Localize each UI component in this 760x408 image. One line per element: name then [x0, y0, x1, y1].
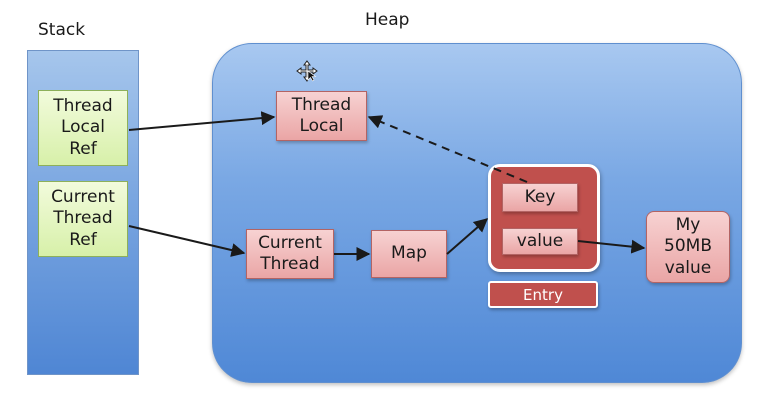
map-box: Map [371, 230, 447, 278]
arrow-key-to-threadlocal-dashed [367, 115, 528, 183]
value-box: value [502, 228, 578, 255]
thread-local-box: Thread Local [276, 91, 367, 141]
current-thread-ref-box: Current Thread Ref [38, 181, 128, 257]
arrow-threadlocalref-to-threadlocal [128, 111, 276, 131]
my-50mb-value-box: My 50MB value [646, 211, 730, 283]
arrow-value-to-50mb [577, 239, 646, 254]
heap-title: Heap [365, 10, 410, 30]
thread-local-ref-box: Thread Local Ref [38, 90, 128, 166]
move-cursor-icon [296, 60, 318, 82]
key-box: Key [502, 183, 578, 212]
stack-title: Stack [38, 20, 86, 40]
current-thread-box: Current Thread [246, 229, 334, 279]
arrow-map-to-entry [446, 218, 489, 255]
entry-label: Entry [488, 281, 598, 308]
arrow-currentthreadref-to-currentthread [128, 225, 246, 257]
